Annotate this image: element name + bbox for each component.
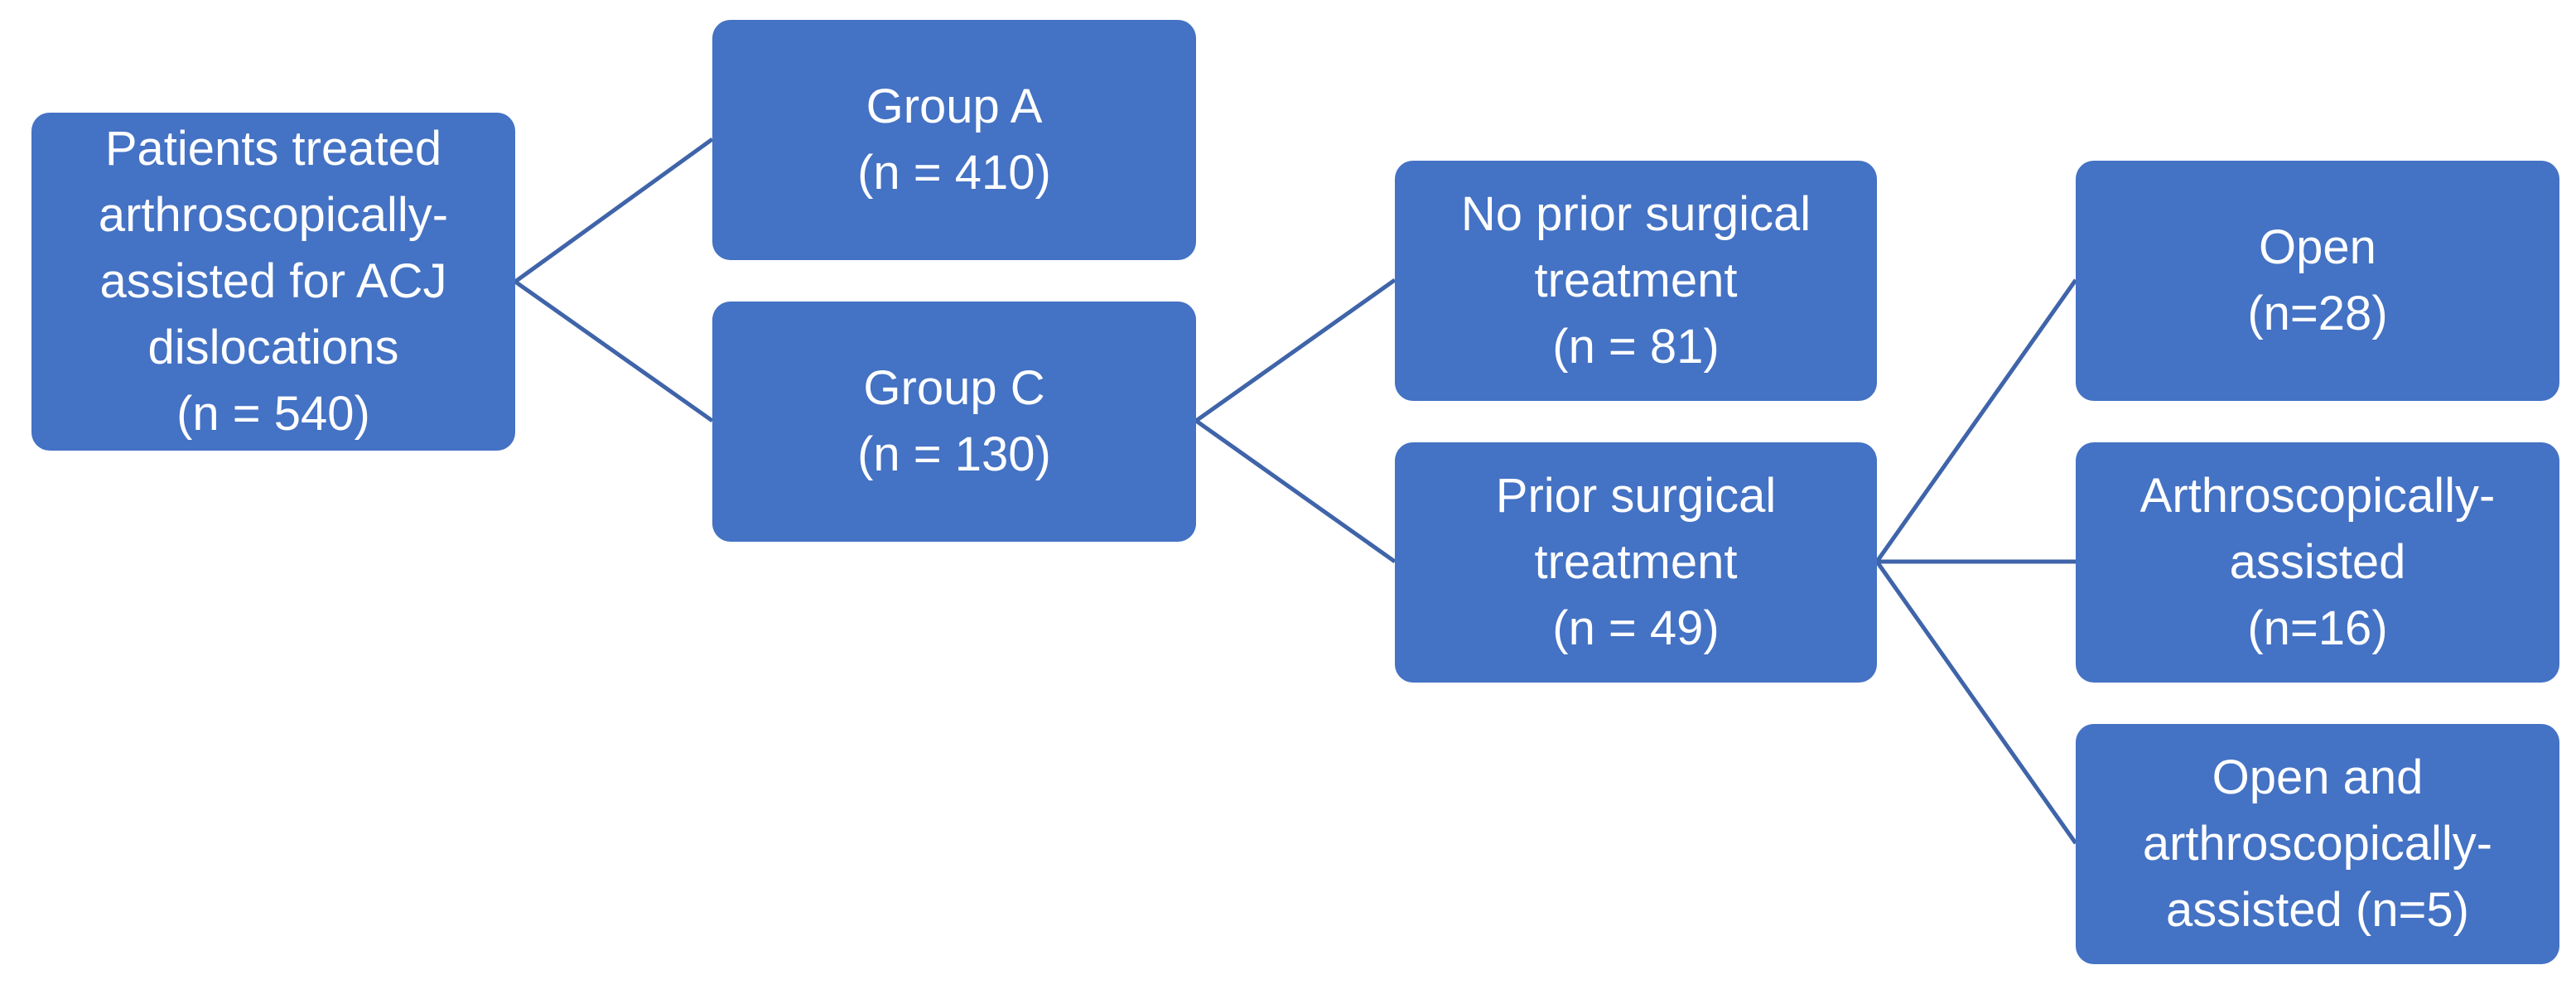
- group-a-line-2: (n = 410): [857, 146, 1051, 200]
- root-line-2: arthroscopically-: [98, 188, 449, 242]
- group-c-line-2: (n = 130): [857, 427, 1051, 481]
- connector-root-group-c: [514, 279, 714, 423]
- prior-line-2: treatment: [1534, 535, 1738, 589]
- group-c-line-1: Group C: [863, 361, 1045, 415]
- arthro-line-3: (n=16): [2247, 601, 2388, 655]
- no-prior-line-2: treatment: [1534, 253, 1738, 307]
- open-line-1: Open: [2259, 220, 2376, 274]
- no-prior-line-3: (n = 81): [1552, 320, 1720, 374]
- group-a-line-1: Group A: [866, 80, 1043, 133]
- connector-group-c-no-prior: [1194, 277, 1397, 423]
- root-line-3: assisted for ACJ: [99, 254, 447, 308]
- open-arthro-line-1: Open and: [2212, 750, 2424, 804]
- prior-box: Prior surgical treatment (n = 49): [1395, 442, 1877, 683]
- prior-line-1: Prior surgical: [1495, 469, 1777, 523]
- root-line-4: dislocations: [147, 321, 399, 374]
- group-a-box: Group A (n = 410): [712, 20, 1196, 260]
- root-box: Patients treated arthroscopically- assis…: [31, 113, 515, 451]
- connector-root-group-a: [514, 137, 714, 284]
- no-prior-line-1: No prior surgical: [1460, 187, 1811, 241]
- connector-group-c-prior: [1194, 418, 1397, 564]
- open-line-2: (n=28): [2247, 287, 2388, 340]
- group-c-box: Group C (n = 130): [712, 302, 1196, 542]
- connector-prior-open-arthro: [1874, 560, 2078, 845]
- root-line-5: (n = 540): [176, 387, 370, 441]
- open-box: Open (n=28): [2076, 161, 2559, 401]
- open-arthro-line-2: arthroscopically-: [2142, 817, 2493, 871]
- arthro-line-1: Arthroscopically-: [2139, 469, 2496, 523]
- root-line-1: Patients treated: [104, 122, 442, 176]
- open-arthro-line-3: assisted (n=5): [2166, 883, 2469, 937]
- arthro-line-2: assisted: [2229, 535, 2406, 589]
- connector-prior-open: [1874, 278, 2078, 563]
- prior-line-3: (n = 49): [1552, 601, 1720, 655]
- no-prior-box: No prior surgical treatment (n = 81): [1395, 161, 1877, 401]
- open-arthro-box: Open and arthroscopically- assisted (n=5…: [2076, 724, 2559, 964]
- arthro-box: Arthroscopically- assisted (n=16): [2076, 442, 2559, 683]
